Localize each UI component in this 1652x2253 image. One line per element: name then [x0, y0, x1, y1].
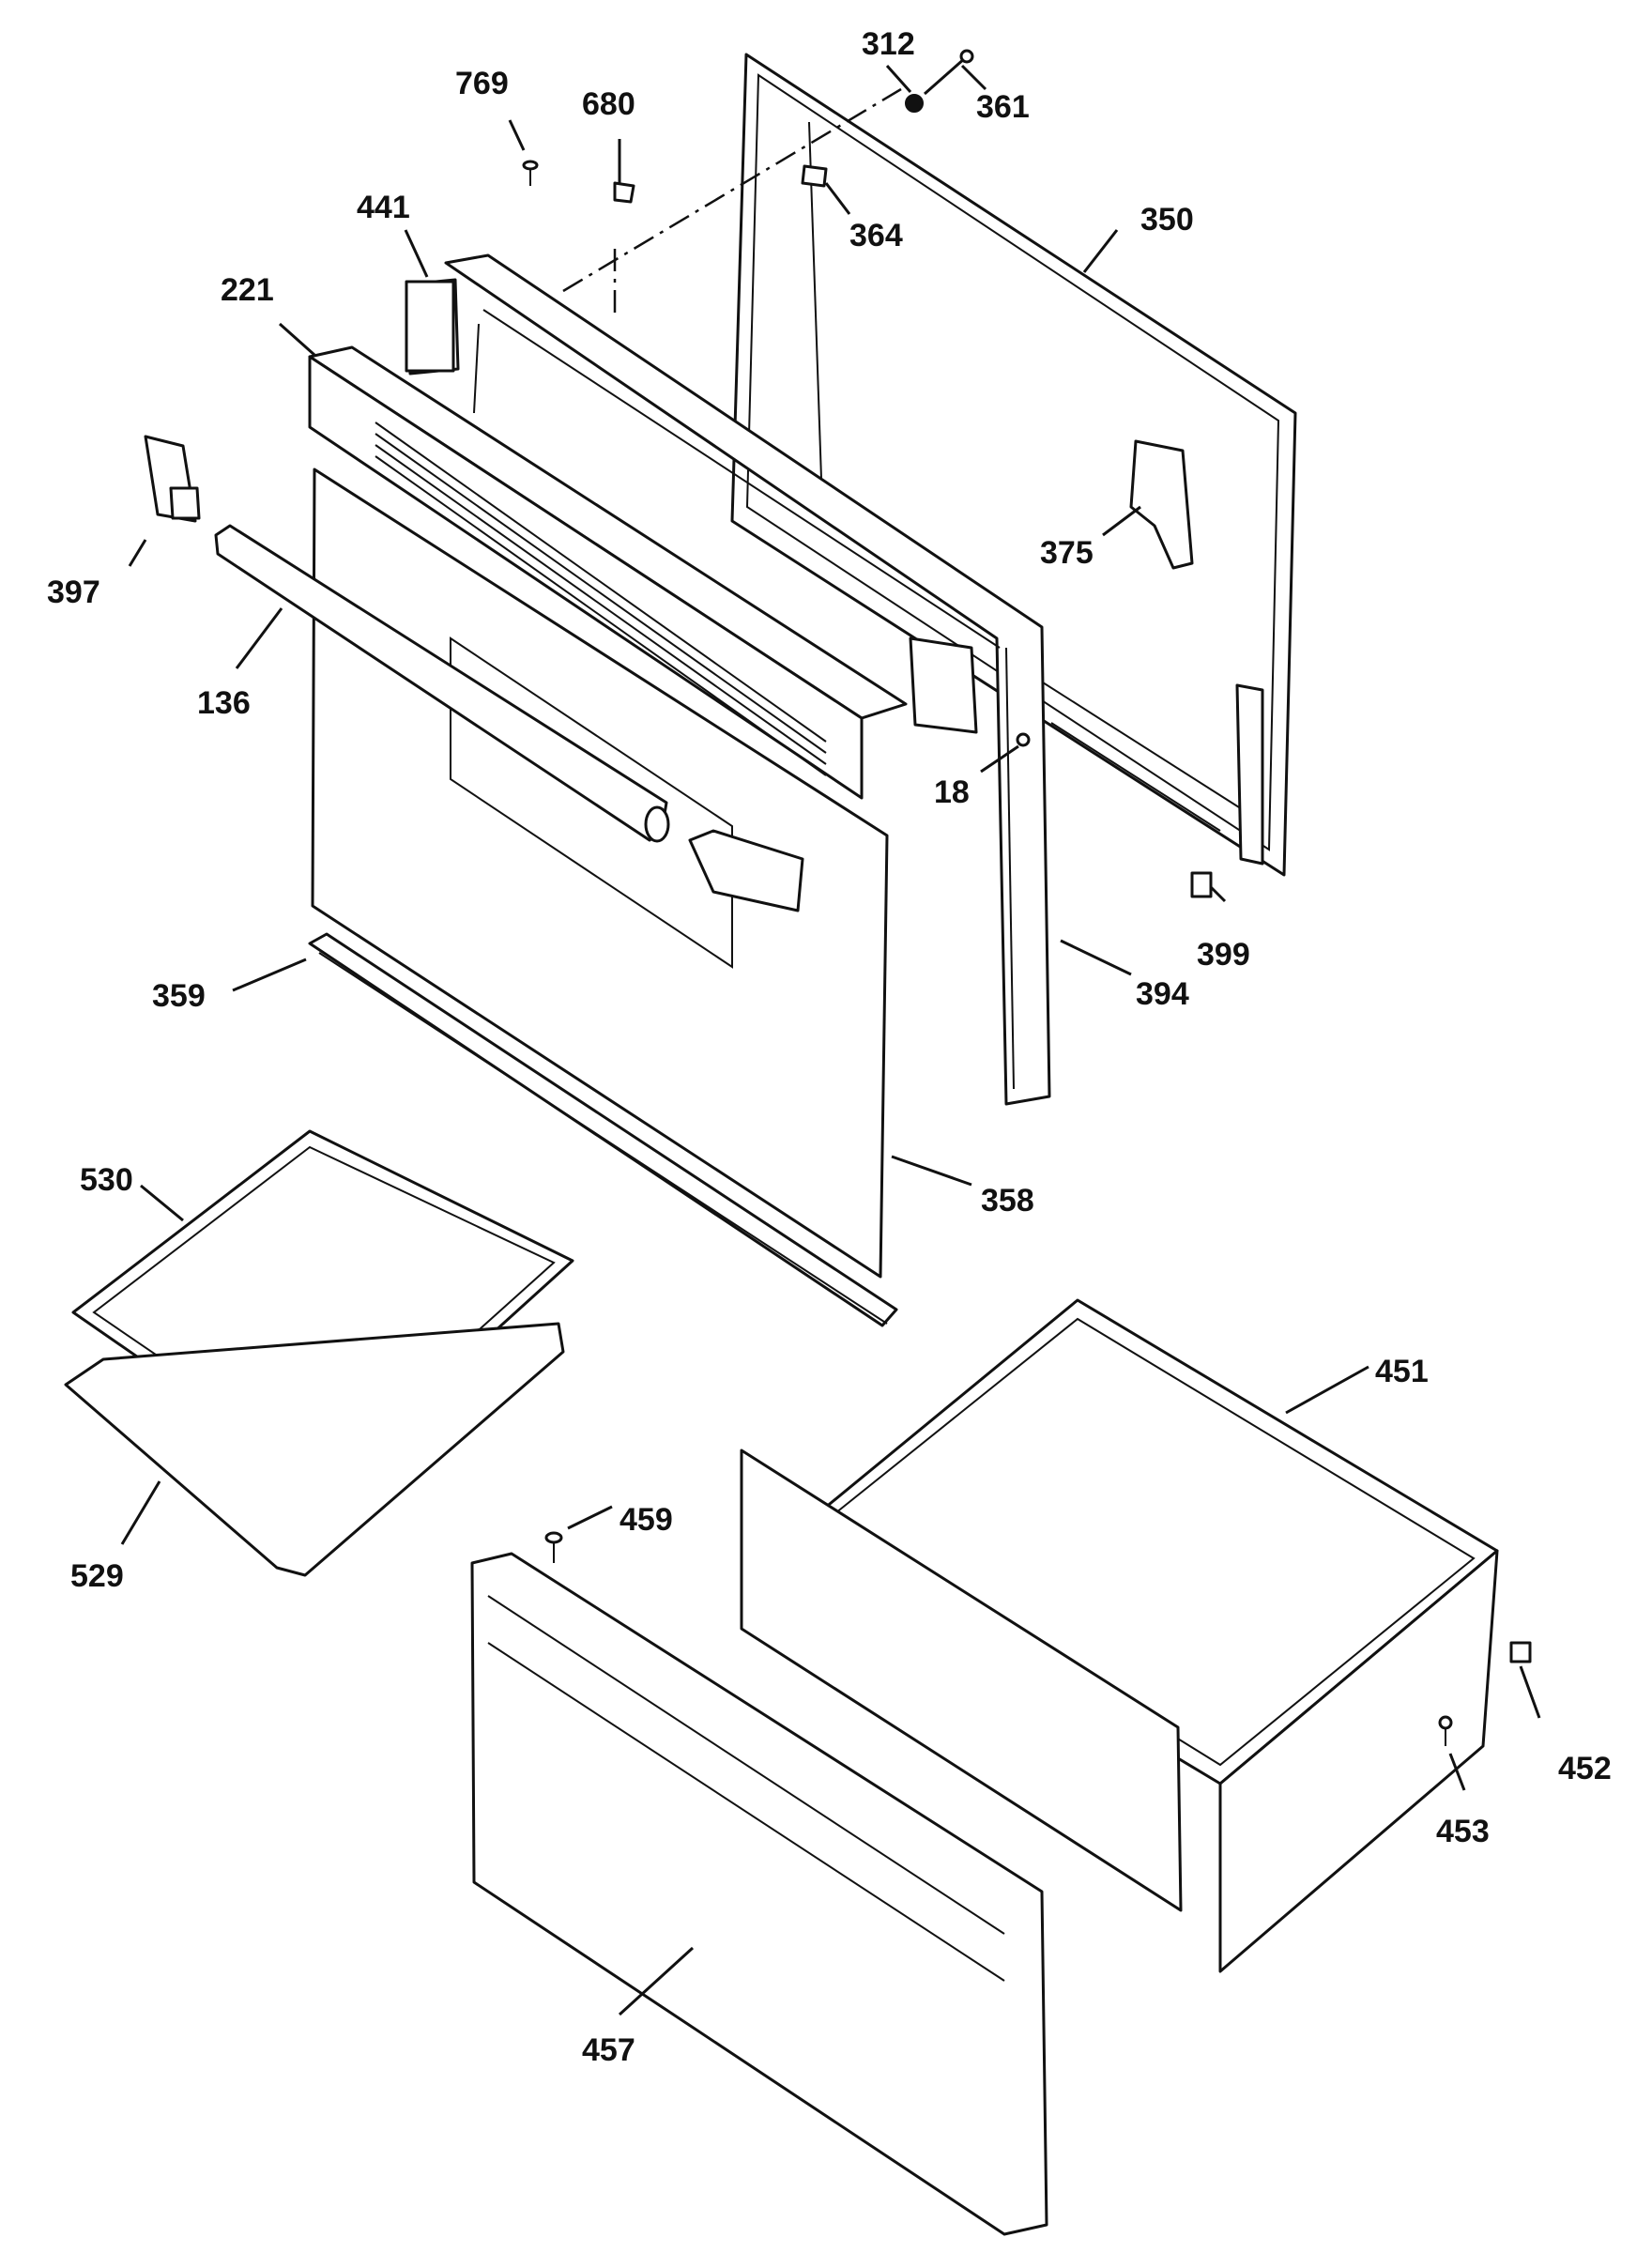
- callout-221: 221: [221, 272, 274, 308]
- clip-452: [1509, 1641, 1532, 1663]
- vent-trim: [308, 345, 908, 800]
- callout-769: 769: [455, 66, 509, 101]
- callout-136: 136: [197, 685, 251, 721]
- callout-452: 452: [1558, 1751, 1612, 1786]
- drawer-front-panel: [470, 1552, 1048, 2236]
- callout-457: 457: [582, 2032, 635, 2068]
- door-handle: [214, 524, 670, 843]
- hinge-part: [405, 280, 455, 373]
- screw-18: [1016, 732, 1031, 747]
- callout-350: 350: [1140, 202, 1194, 238]
- clip-680: [613, 181, 635, 204]
- callout-358: 358: [981, 1183, 1034, 1218]
- bumper-399: [1190, 871, 1213, 898]
- screw-453: [1438, 1715, 1453, 1746]
- callout-451: 451: [1375, 1354, 1429, 1389]
- callout-459: 459: [620, 1502, 673, 1538]
- callout-394: 394: [1136, 976, 1189, 1012]
- callout-312: 312: [862, 26, 915, 62]
- callout-453: 453: [1436, 1814, 1490, 1849]
- screw-459: [544, 1531, 563, 1563]
- bottom-trim: [308, 932, 898, 1327]
- callout-529: 529: [70, 1558, 124, 1594]
- hinge-bracket: [144, 435, 201, 523]
- leader-lines: [120, 64, 1541, 2016]
- callout-530: 530: [80, 1162, 133, 1198]
- callout-397: 397: [47, 575, 100, 610]
- callout-441: 441: [357, 190, 410, 225]
- callout-399: 399: [1197, 937, 1250, 973]
- screw-361: [924, 49, 974, 96]
- assembly-line: [562, 87, 902, 293]
- callout-359: 359: [152, 978, 206, 1014]
- callout-labels: 312 361 769 680 364 350 441 221 397 375 …: [47, 26, 1612, 2068]
- spacer-364: [801, 164, 828, 188]
- screw-769: [522, 160, 539, 186]
- callout-18: 18: [934, 774, 970, 810]
- callout-361: 361: [976, 89, 1030, 125]
- callout-680: 680: [582, 86, 635, 122]
- broiler-pan: [64, 1322, 565, 1577]
- drawer-front-liner: [740, 1448, 1183, 1912]
- callout-375: 375: [1040, 535, 1094, 571]
- callout-364: 364: [849, 218, 903, 253]
- nut-312: [905, 94, 924, 113]
- outer-door-panel: [730, 53, 1297, 877]
